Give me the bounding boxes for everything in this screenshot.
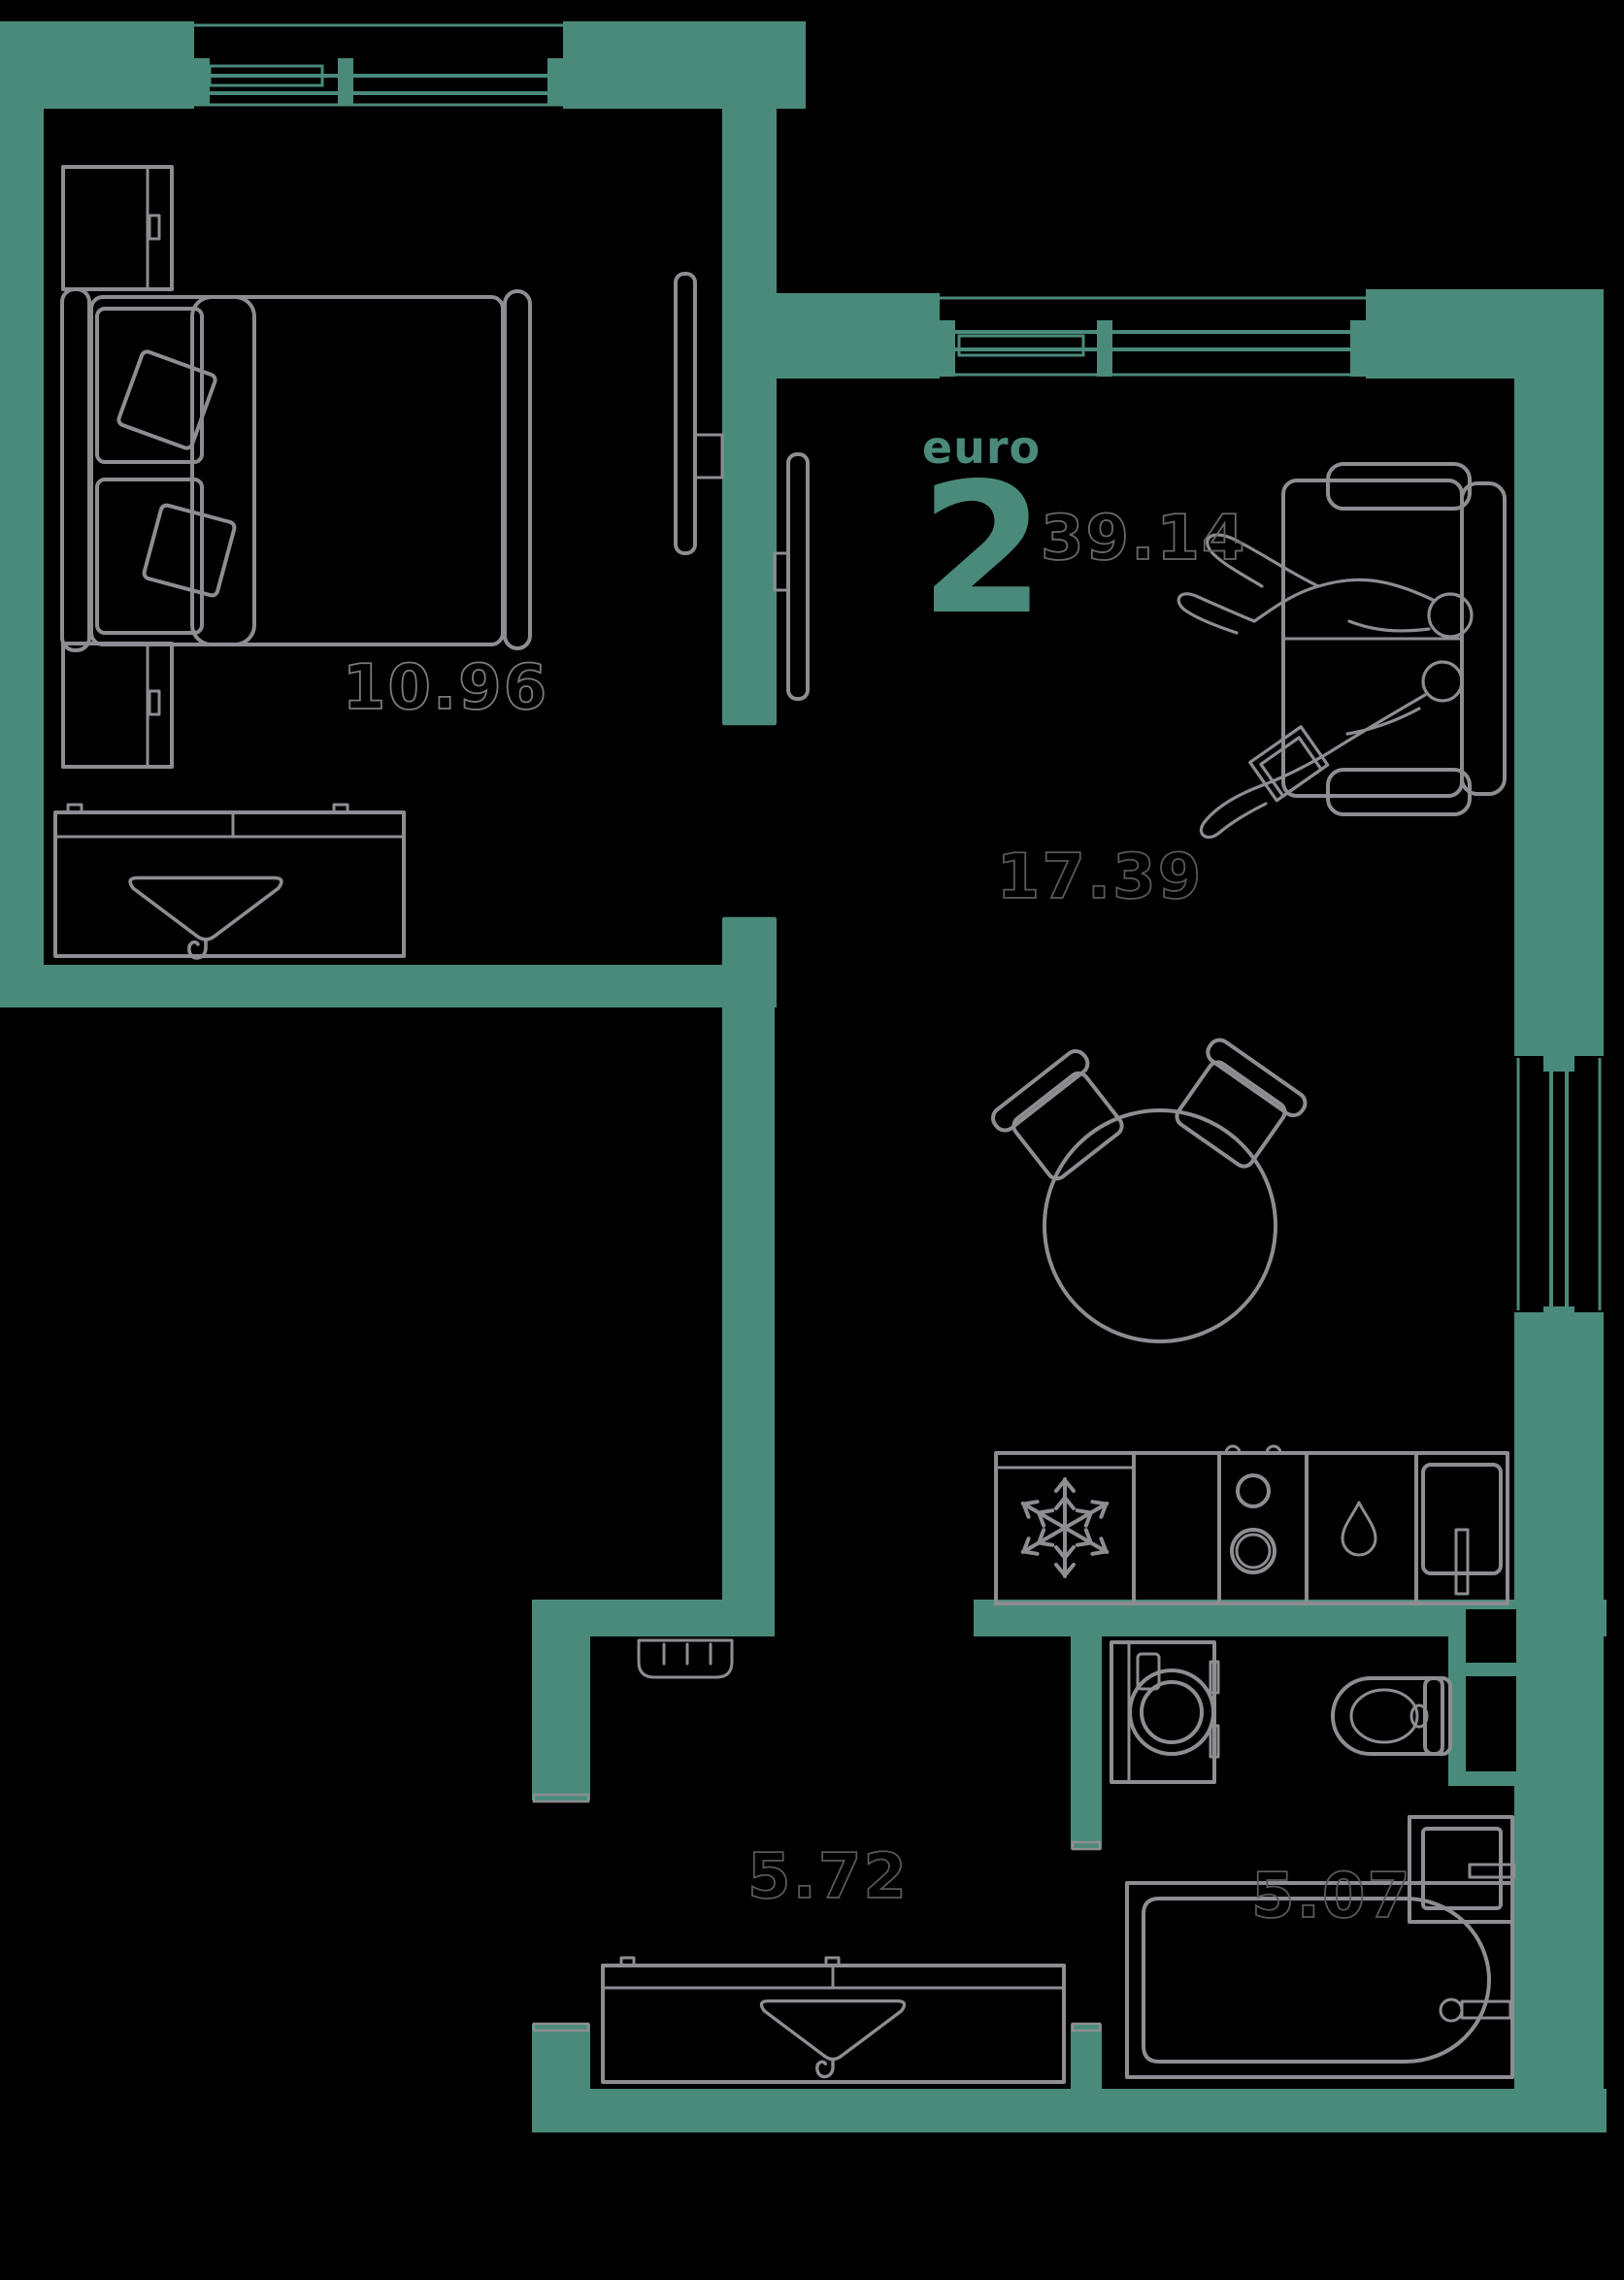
apartment-type-label: euro [922, 421, 1041, 474]
rooms-count-label: 2 [919, 444, 1044, 654]
wall-segment [0, 21, 194, 109]
pillow [95, 478, 237, 635]
bedroom-door-opening [722, 714, 777, 928]
wall-segment [722, 1008, 775, 1600]
chair [1175, 1038, 1308, 1169]
wall-segment [532, 2089, 1607, 2132]
shaft-niche [1466, 1676, 1516, 1771]
washing-machine [1110, 1640, 1220, 1784]
kitchen-sink [1421, 1463, 1503, 1596]
hallway-wardrobe [601, 1956, 1066, 2084]
kitchen-counter [994, 1444, 1509, 1605]
hallway-area-label: 5.72 [747, 1841, 909, 1913]
wall-segment [0, 965, 722, 1008]
bedroom-area-label: 10.96 [343, 652, 548, 724]
bedroom-wardrobe [53, 803, 406, 960]
toilet [1331, 1676, 1452, 1756]
person-1 [1177, 533, 1474, 639]
wall-segment [1071, 1636, 1102, 1849]
wall-segment [532, 1600, 590, 1801]
wall-segment [563, 21, 806, 109]
living-room-area-label: 17.39 [997, 842, 1203, 913]
bathroom-sink [1408, 1815, 1516, 1924]
hanger-icon [128, 876, 283, 960]
wall-segment [1366, 289, 1604, 379]
bathroom-area-label: 5.07 [1251, 1861, 1412, 1933]
bathroom-door-opening [1071, 1840, 1102, 2032]
wall-segment [722, 109, 777, 724]
person-2 [1199, 660, 1464, 839]
bedroom-window [194, 23, 563, 107]
dining-table [991, 1038, 1308, 1343]
nightstand-top [61, 165, 174, 291]
living-room-tv [773, 452, 810, 701]
balcony-window [1514, 1056, 1604, 1322]
total-area-label: 39.14 [1041, 503, 1246, 575]
wall-segment [0, 21, 44, 1008]
shaft-niche [1466, 1609, 1516, 1663]
entrance-door-opening [532, 1793, 590, 2032]
living-room-window [940, 296, 1366, 377]
wall-segment [722, 293, 940, 379]
walls [0, 21, 1607, 2132]
stove-burners [1224, 1444, 1282, 1574]
wall-segment [1071, 2024, 1102, 2089]
book [1248, 725, 1330, 803]
bathtub [1125, 1881, 1514, 2079]
snowflake-icon [1016, 1477, 1113, 1578]
hanger-icon [759, 1999, 907, 2079]
water-drop-icon [1341, 1501, 1377, 1557]
bedroom-tv [674, 272, 724, 555]
nightstand-bottom [61, 642, 174, 769]
chair [991, 1049, 1124, 1181]
bed [60, 287, 532, 652]
pillow [95, 307, 217, 464]
wall-segment [1514, 379, 1604, 1056]
wall-segment [722, 918, 777, 1008]
sofa [1281, 462, 1507, 816]
radiator [637, 1638, 734, 1679]
